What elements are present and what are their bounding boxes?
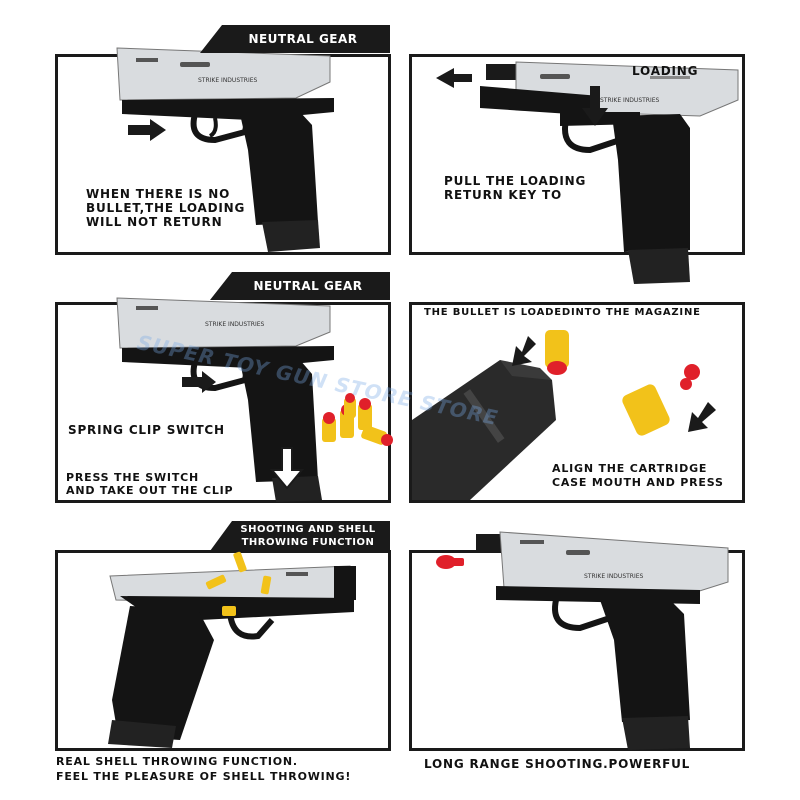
slide-brand-text-6: STRIKE INDUSTRIES (584, 573, 644, 580)
slide-brand-text-3: STRIKE INDUSTRIES (205, 321, 265, 328)
panel-4-caption-line-1: ALIGN THE CARTRIDGE (552, 462, 708, 475)
fired-bullet (436, 555, 464, 569)
panel-2-tab-label: LOADING (632, 64, 699, 78)
panel-5-tab-line-2: THROWING FUNCTION (241, 537, 375, 548)
panel-1-caption-line-2: BULLET,THE LOADING (86, 201, 246, 215)
panel-1-tab: NEUTRAL GEAR (200, 25, 390, 53)
slide-brand-text-2: STRIKE INDUSTRIES (600, 97, 660, 104)
panel-5-caption-line-1: REAL SHELL THROWING FUNCTION. (56, 755, 298, 768)
bullets-cluster (322, 393, 393, 446)
down-outline-arrow-icon (269, 447, 305, 490)
down-arrow-icon (582, 86, 608, 126)
panel-3-tab: NEUTRAL GEAR (210, 272, 390, 300)
panel-2-caption: PULL THE LOADING RETURN KEY TO (444, 174, 586, 202)
panel-2-caption-line-1: PULL THE LOADING (444, 174, 587, 188)
right-arrow-icon (128, 119, 166, 141)
panel-3-caption-line-2: AND TAKE OUT THE CLIP (66, 484, 234, 497)
panel-5-caption: REAL SHELL THROWING FUNCTION. FEEL THE P… (56, 754, 351, 784)
panel-6-caption: LONG RANGE SHOOTING.POWERFUL (424, 757, 691, 771)
panel-5-tab-line-1: SHOOTING AND SHELL (240, 524, 376, 535)
ejected-shells (205, 551, 272, 616)
spring-clip-label: SPRING CLIP SWITCH (68, 423, 225, 437)
panel-1-caption-line-3: WILL NOT RETURN (86, 215, 223, 229)
panel-2-caption-line-2: RETURN KEY TO (444, 188, 562, 202)
left-arrow-icon (436, 68, 472, 88)
panel-4-caption: ALIGN THE CARTRIDGE CASE MOUTH AND PRESS (552, 462, 724, 490)
panel-4-caption-line-2: CASE MOUTH AND PRESS (552, 476, 724, 489)
down-left-arrow-icon-2 (688, 402, 716, 432)
slide-brand-text-1: STRIKE INDUSTRIES (198, 77, 258, 84)
panel-5-caption-line-2: FEEL THE PLEASURE OF SHELL THROWING! (56, 770, 352, 783)
panel-4-top-text: THE BULLET IS LOADEDINTO THE MAGAZINE (424, 307, 701, 318)
panel-1-caption: WHEN THERE IS NO BULLET,THE LOADING WILL… (86, 187, 245, 229)
down-left-arrow-icon (512, 336, 536, 366)
panel-3-caption: PRESS THE SWITCH AND TAKE OUT THE CLIP (66, 471, 233, 497)
panel-5-tab: SHOOTING AND SHELL THROWING FUNCTION (210, 521, 390, 551)
right-arrow-icon-2 (182, 371, 216, 393)
panel-1-caption-line-1: WHEN THERE IS NO (86, 187, 231, 201)
panel-3-caption-line-1: PRESS THE SWITCH (66, 471, 200, 484)
